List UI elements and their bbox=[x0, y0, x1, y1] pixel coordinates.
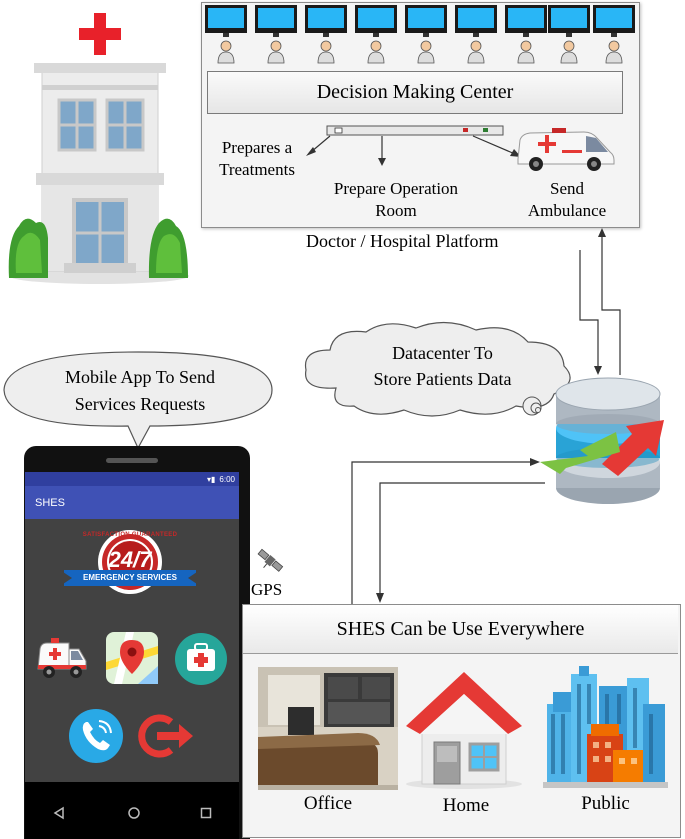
send-ambulance-label: Send Ambulance bbox=[527, 179, 607, 220]
badge-top-text: SATISFACTION GUARANTEED bbox=[82, 532, 178, 538]
connection-arrows bbox=[351, 228, 621, 605]
nav-recents-icon[interactable] bbox=[199, 806, 213, 820]
monitor-icon bbox=[205, 5, 247, 64]
decision-center-label: Decision Making Center bbox=[316, 81, 514, 103]
datacenter-label: Datacenter To Store Patients Data bbox=[373, 343, 512, 389]
home-image bbox=[406, 672, 522, 789]
office-label: Office bbox=[303, 793, 353, 814]
monitor-icon bbox=[355, 5, 397, 64]
badge-main-text: 24/7 bbox=[108, 547, 152, 572]
app-bar: SHES bbox=[25, 486, 239, 519]
office-image bbox=[258, 667, 398, 790]
phone-speaker bbox=[106, 458, 158, 463]
monitor-icon bbox=[255, 5, 297, 64]
prepares-treatments-label: Prepares a Treatments bbox=[219, 138, 295, 179]
phone-call-app-icon[interactable] bbox=[68, 708, 124, 764]
monitor-icon bbox=[505, 5, 547, 64]
ambulance-image bbox=[517, 128, 615, 171]
map-location-app-icon[interactable] bbox=[106, 632, 158, 684]
monitor-icon bbox=[548, 5, 590, 64]
mobile-app-label: Mobile App To Send Services Requests bbox=[65, 367, 215, 414]
nav-home-icon[interactable] bbox=[127, 806, 141, 820]
decision-router bbox=[306, 125, 521, 166]
monitor-icon bbox=[455, 5, 497, 64]
emergency-services-badge bbox=[60, 530, 200, 594]
mobile-app-speech-bubble bbox=[3, 351, 273, 450]
public-label: Public bbox=[581, 793, 630, 814]
monitor-icon bbox=[305, 5, 347, 64]
ambulance-app-icon[interactable] bbox=[35, 635, 89, 683]
monitor-icon bbox=[405, 5, 447, 64]
everywhere-title-bar: SHES Can be Use Everywhere bbox=[243, 605, 678, 654]
phone-nav-bar bbox=[25, 782, 239, 839]
satellite-icon bbox=[257, 548, 284, 572]
public-city-image bbox=[543, 666, 668, 788]
everywhere-title: SHES Can be Use Everywhere bbox=[336, 617, 585, 640]
logout-app-icon[interactable] bbox=[135, 708, 195, 764]
doctor-workstations bbox=[205, 5, 635, 64]
home-label: Home bbox=[442, 795, 490, 816]
badge-ribbon-text: EMERGENCY SERVICES bbox=[83, 573, 177, 582]
phone-screen bbox=[25, 472, 239, 782]
phone-status-bar: ▾▮ 6:00 bbox=[25, 472, 239, 486]
monitor-icon bbox=[593, 5, 635, 64]
prepare-operation-room-label: Prepare Operation Room bbox=[333, 179, 459, 220]
nav-back-icon[interactable] bbox=[52, 806, 66, 820]
datacenter-cloud bbox=[304, 321, 571, 417]
medical-kit-app-icon[interactable] bbox=[174, 632, 228, 686]
status-time: 6:00 bbox=[219, 474, 235, 484]
decision-center-box: Decision Making Center bbox=[207, 71, 623, 114]
hospital-building-icon bbox=[8, 13, 189, 284]
platform-caption: Doctor / Hospital Platform bbox=[306, 231, 499, 251]
signal-icon: ▾▮ bbox=[207, 474, 216, 484]
doctor-platform-panel bbox=[201, 2, 640, 228]
app-title: SHES bbox=[35, 496, 65, 509]
gps-label: GPS bbox=[251, 580, 283, 599]
database-sync-icon bbox=[540, 377, 664, 504]
